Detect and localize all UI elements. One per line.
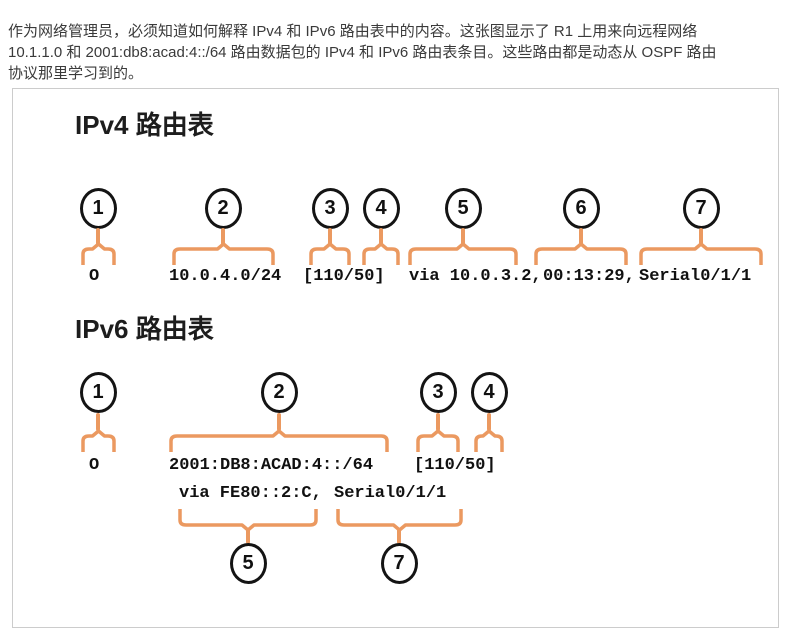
ipv6-callout-1: 1 xyxy=(79,372,117,413)
brace-icon xyxy=(169,428,389,454)
brace-icon xyxy=(416,428,460,454)
brace-stem xyxy=(487,413,491,431)
ipv4-callout-3: 3 xyxy=(311,188,349,229)
ipv6-callout-2: 2 xyxy=(260,372,298,413)
intro-line-3: 协议那里学习到的。 xyxy=(8,65,144,82)
brace-stem xyxy=(96,228,100,245)
ipv4-metric: [110/50] xyxy=(303,267,385,286)
brace-stem xyxy=(96,413,100,431)
ipv6-callout-4: 4 xyxy=(470,372,508,413)
ipv6-callout-5: 5 xyxy=(229,543,267,584)
brace-stem xyxy=(246,528,250,544)
brace-stem xyxy=(461,228,465,245)
ipv6-section-title: IPv6 路由表 xyxy=(75,314,214,344)
brace-icon xyxy=(362,241,400,267)
brace-stem xyxy=(277,413,281,431)
brace-icon xyxy=(80,428,116,454)
brace-icon xyxy=(474,428,504,454)
intro-line-2: 10.1.1.0 和 2001:db8:acad:4::/64 路由数据包的 I… xyxy=(8,44,717,61)
routing-table-figure: IPv4 路由表 1 2 3 4 5 6 7 O 10.0.4.0/24 [11… xyxy=(12,88,779,628)
brace-stem xyxy=(699,228,703,245)
ipv6-metric: [110/50] xyxy=(414,456,496,475)
ipv4-callout-4: 4 xyxy=(362,188,400,229)
brace-stem xyxy=(579,228,583,245)
brace-stem xyxy=(379,228,383,245)
brace-stem xyxy=(328,228,332,245)
brace-icon xyxy=(309,241,351,267)
ipv6-network: 2001:DB8:ACAD:4::/64 xyxy=(169,456,374,475)
ipv6-callout-3: 3 xyxy=(419,372,457,413)
ipv4-callout-2: 2 xyxy=(204,188,242,229)
ipv6-protocol: O xyxy=(89,456,100,475)
ipv4-timestamp: 00:13:29, xyxy=(543,267,635,286)
ipv4-section-title: IPv4 路由表 xyxy=(75,110,214,140)
ipv4-callout-7: 7 xyxy=(682,188,720,229)
brace-icon xyxy=(80,241,116,267)
ipv4-interface: Serial0/1/1 xyxy=(639,267,752,286)
ipv4-next-hop: via 10.0.3.2, xyxy=(409,267,542,286)
ipv4-callout-5: 5 xyxy=(444,188,482,229)
ipv4-protocol: O xyxy=(89,267,100,286)
brace-icon xyxy=(408,241,518,267)
ipv6-callout-7: 7 xyxy=(380,543,418,584)
brace-stem xyxy=(397,528,401,544)
brace-icon xyxy=(171,241,275,267)
brace-stem xyxy=(221,228,225,245)
ipv4-callout-1: 1 xyxy=(79,188,117,229)
brace-stem xyxy=(436,413,440,431)
ipv4-network: 10.0.4.0/24 xyxy=(169,267,282,286)
brace-icon xyxy=(534,241,628,267)
intro-line-1: 作为网络管理员，必须知道如何解释 IPv4 和 IPv6 路由表中的内容。这张图… xyxy=(8,23,698,40)
ipv4-callout-6: 6 xyxy=(562,188,600,229)
ipv6-next-hop: via FE80::2:C, xyxy=(179,484,322,503)
brace-icon xyxy=(639,241,763,267)
intro-paragraph: 作为网络管理员，必须知道如何解释 IPv4 和 IPv6 路由表中的内容。这张图… xyxy=(8,21,788,84)
ipv6-interface: Serial0/1/1 xyxy=(334,484,447,503)
